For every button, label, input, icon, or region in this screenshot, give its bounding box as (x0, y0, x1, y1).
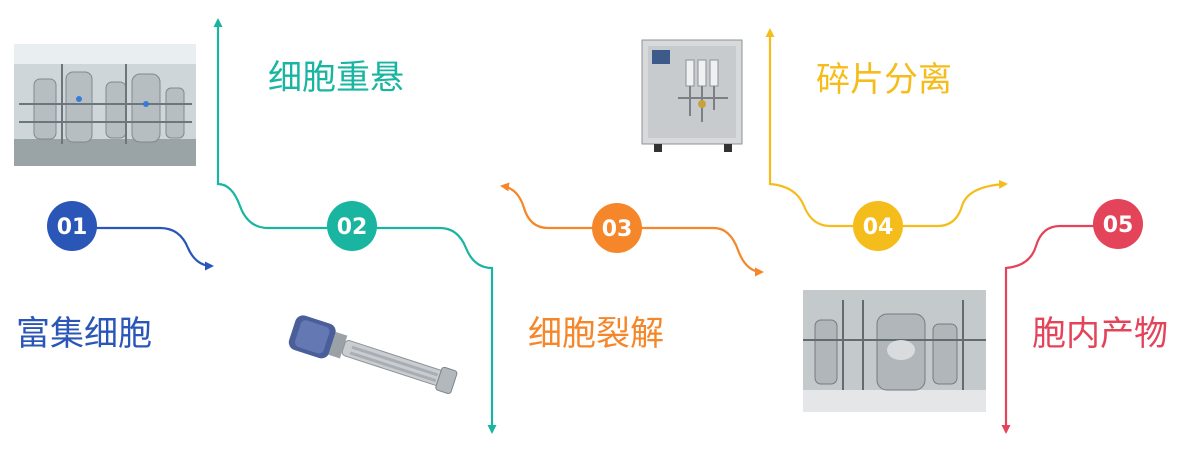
step-label-04: 碎片分离 (816, 60, 952, 100)
badge-01: 01 (47, 201, 97, 251)
connector-02-lower (352, 226, 497, 434)
badge-05-number: 05 (1103, 213, 1134, 238)
homogenizer-probe-photo (288, 315, 458, 395)
badge-03-number: 03 (602, 217, 633, 242)
badge-05: 05 (1093, 199, 1143, 249)
connector-03-left (500, 182, 617, 230)
step-label-03: 细胞裂解 (528, 314, 664, 354)
connector-02-upper (213, 18, 352, 230)
connector-04-right (878, 179, 1008, 228)
badge-01-number: 01 (57, 215, 88, 240)
step-label-05: 胞内产物 (1032, 314, 1168, 354)
connector-03-right (617, 226, 764, 277)
high-pressure-cabinet-photo (641, 39, 743, 152)
connector-01 (72, 226, 214, 271)
step-label-01: 富集细胞 (16, 314, 152, 354)
connector-04-upper (765, 28, 878, 228)
bioreactor-plant-photo (14, 44, 196, 166)
badge-03: 03 (592, 203, 642, 253)
badge-04-number: 04 (863, 215, 894, 240)
steel-tank-system-photo (803, 290, 986, 412)
connector-05 (1001, 224, 1118, 434)
step-label-02: 细胞重悬 (268, 58, 404, 98)
badge-02-number: 02 (337, 215, 368, 240)
badge-04: 04 (853, 201, 903, 251)
badge-02: 02 (327, 201, 377, 251)
